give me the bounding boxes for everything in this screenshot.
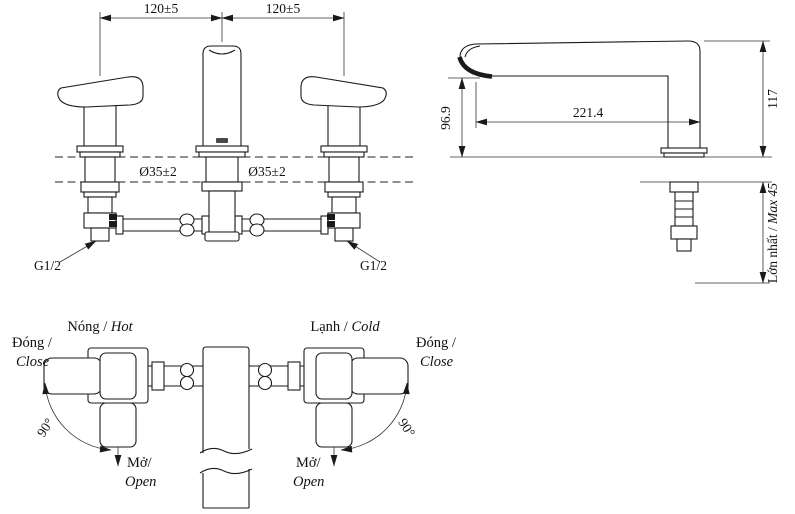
thread-label-left: G1/2: [34, 258, 61, 273]
spout-side: [457, 40, 708, 252]
open-label-left-vi: Mở/: [127, 455, 153, 471]
cold-angle-label: 90°: [395, 416, 418, 440]
hot-angle-label: 90°: [34, 416, 57, 440]
break-line-bottom: [199, 467, 253, 475]
close-label-right-en: Close: [420, 354, 454, 370]
cold-lever-open: [315, 402, 353, 448]
cold-rotation-arc: [340, 382, 410, 453]
break-line-top: [199, 447, 253, 455]
dim-hole-right: Ø35±2: [248, 164, 285, 179]
cold-label-vi: Lạnh /: [310, 319, 351, 335]
right-inlet-fitting: [334, 227, 354, 242]
open-label-right-vi: Mở/: [296, 455, 322, 471]
dim-max-thickness: Lớn nhất / Max 45: [765, 183, 780, 283]
cold-valve-plan: 90°: [303, 347, 418, 467]
front-view: 120±5 120±5 Ø35±2 Ø35±2 G1/2 G1/2: [34, 1, 415, 273]
spout-plan: [199, 346, 253, 509]
spacing-dimension: 120±5 120±5: [99, 1, 345, 76]
right-handle-stem: [327, 104, 361, 147]
max-thickness-en: Max 45: [765, 183, 780, 225]
plan-connectors: [148, 361, 304, 391]
dim-reach: 221.4: [573, 105, 604, 120]
close-label-left-en: Close: [16, 354, 50, 370]
reach-dimension: 221.4: [475, 82, 701, 128]
hot-rotation-arc: [42, 382, 112, 453]
hot-label-en: Hot: [110, 319, 134, 335]
hot-label: Nóng / Hot: [67, 319, 133, 335]
left-handle-front: [57, 76, 144, 242]
plan-view: 90° 90° Nóng / Hot Lạnh / Cold Đóng / Cl…: [12, 319, 457, 509]
left-handle-stem: [83, 104, 117, 147]
hot-lever-open: [99, 402, 137, 448]
close-label-right-vi: Đóng /: [416, 335, 457, 351]
cold-label-en: Cold: [351, 319, 380, 335]
side-view: 96.9 221.4 117 Lớn nhất / Max 45: [438, 40, 780, 284]
open-label-right-en: Open: [293, 474, 324, 490]
close-label-left-vi: Đóng /: [12, 335, 53, 351]
max-thickness-dimension: Lớn nhất / Max 45: [695, 181, 780, 284]
deck-lines-side: [450, 156, 772, 183]
dim-spacing-right: 120±5: [266, 1, 301, 16]
dim-hole-left: Ø35±2: [139, 164, 176, 179]
cold-lever-closed: [349, 357, 409, 395]
cold-label: Lạnh / Cold: [310, 319, 380, 335]
outlet-lip: [457, 56, 493, 79]
total-height-dimension: 117: [704, 40, 780, 158]
left-inlet-fitting: [90, 227, 110, 242]
outlet-height-dimension: 96.9: [438, 77, 480, 158]
thread-callouts: G1/2 G1/2: [34, 240, 387, 273]
hot-lever-closed: [43, 357, 103, 395]
spout-front: [195, 45, 249, 242]
hot-label-vi: Nóng /: [67, 319, 111, 335]
dim-total-height: 117: [765, 89, 780, 109]
left-lever: [57, 76, 144, 108]
brand-mark: [216, 138, 228, 143]
dim-spacing-left: 120±5: [144, 1, 179, 16]
right-handle-front: [300, 76, 387, 242]
open-label-left-en: Open: [125, 474, 156, 490]
max-thickness-vi: Lớn nhất /: [765, 224, 780, 283]
right-lever: [300, 76, 387, 108]
thread-label-right: G1/2: [360, 258, 387, 273]
dim-outlet-height: 96.9: [438, 106, 453, 130]
hot-valve-plan: 90°: [34, 347, 149, 467]
